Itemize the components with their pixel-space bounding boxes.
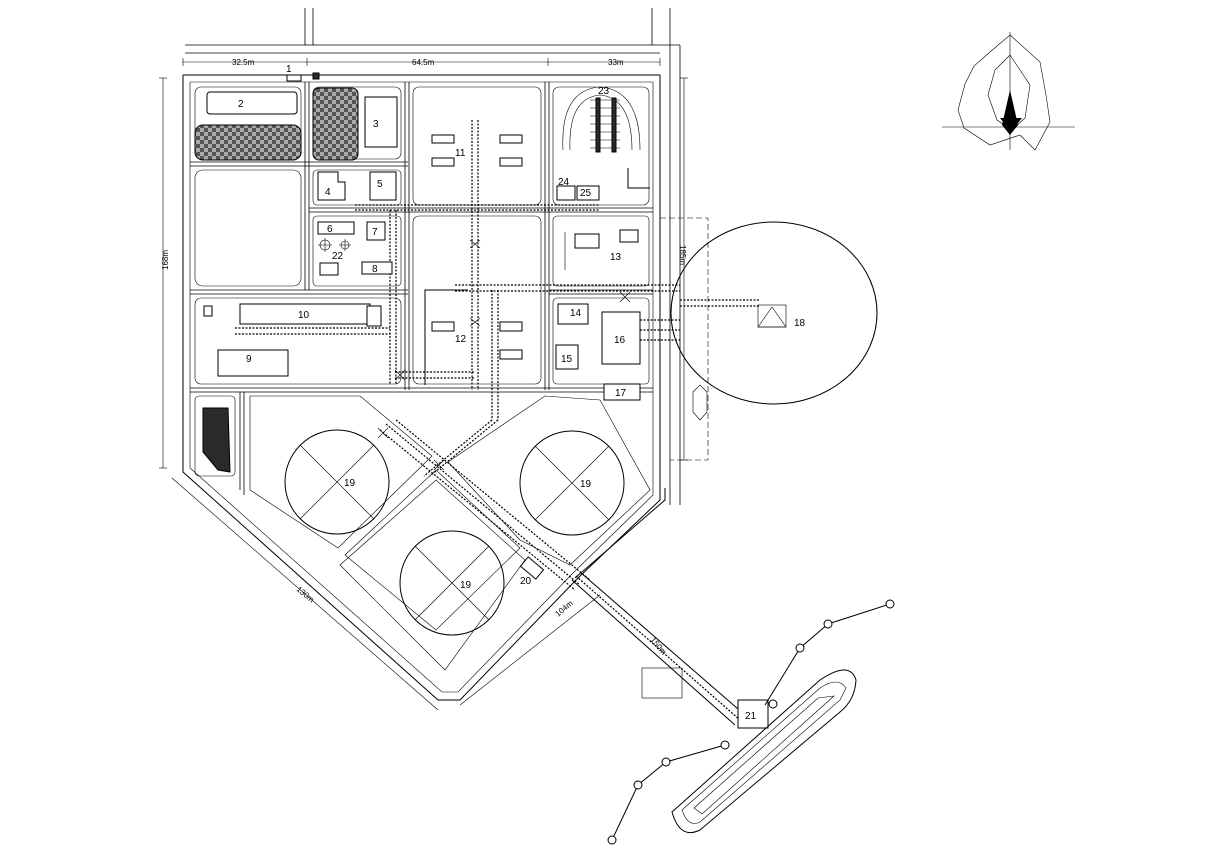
equipment-array-west [194,124,302,161]
building-2 [206,91,298,115]
label-24: 24 [558,177,570,188]
block-12-equipment [424,289,523,385]
building-23-array [562,86,650,189]
label-7: 7 [372,227,378,238]
pipe-racks [235,120,680,591]
label-5: 5 [377,179,383,190]
building-17 [603,383,641,401]
building-10-annex [366,305,382,327]
dim-top-right: 33m [608,58,624,67]
equipment-array-north [312,87,359,161]
label-12: 12 [455,334,467,345]
label-10: 10 [298,310,310,321]
label-19c: 19 [460,580,472,591]
label-22: 22 [332,251,344,262]
building-3 [364,96,398,148]
label-19a: 19 [344,478,356,489]
building-1 [286,74,302,82]
building-7 [366,221,386,241]
label-15: 15 [561,354,573,365]
label-11: 11 [455,148,466,159]
building-4 [317,171,346,201]
label-16: 16 [614,335,626,346]
building-5 [369,171,397,201]
jetty-platform-21 [737,699,769,729]
dim-jetty-a: 104m [554,599,575,619]
guard-hut [203,305,213,317]
building-8 [361,261,393,275]
tank-19-south [399,530,505,636]
building-15 [555,344,579,370]
pipe-rack-cross-markers [377,239,631,471]
building-6 [317,221,355,235]
label-19b: 19 [580,479,592,490]
dim-top-left: 32.5m [232,58,255,67]
label-3: 3 [373,119,379,130]
parking-area [202,407,231,473]
gate-marker [312,72,320,80]
external-roads [185,8,681,505]
dim-top-middle: 64.5m [412,58,435,67]
building-20 [519,556,545,580]
label-18: 18 [794,318,806,329]
building-22-equipment [318,238,351,276]
building-9 [217,349,289,377]
internal-roads [190,82,653,495]
label-20: 20 [520,576,532,587]
wind-rose-icon [942,32,1075,151]
jetty-trestle [571,488,769,729]
flare-area-18 [670,221,878,405]
label-1: 1 [286,64,292,75]
label-6: 6 [327,224,333,235]
mooring-dolphins [607,599,895,845]
future-area-outline [660,217,709,461]
tanker-ship [671,669,857,834]
tank-farm-bunds [249,395,651,671]
block-11-equipment [431,134,523,167]
tank-19-west [284,429,390,535]
label-23: 23 [598,86,610,97]
dim-left-side: 168m [161,250,170,270]
tank-19-east [519,430,625,536]
building-25 [576,185,600,201]
building-16 [601,311,641,365]
label-4: 4 [325,187,331,198]
label-14: 14 [570,308,582,319]
label-8: 8 [372,264,378,275]
dim-right-side: 185m [678,245,687,265]
site-boundary [182,74,661,701]
block-outlines [194,86,650,477]
label-13: 13 [610,252,622,263]
label-2: 2 [238,99,244,110]
label-25: 25 [580,188,592,199]
label-17: 17 [615,388,627,399]
building-14 [557,303,589,325]
block-13-equipment [564,229,639,270]
building-24 [556,185,576,201]
label-21: 21 [745,711,757,722]
label-9: 9 [246,354,252,365]
small-vessel [692,384,708,421]
